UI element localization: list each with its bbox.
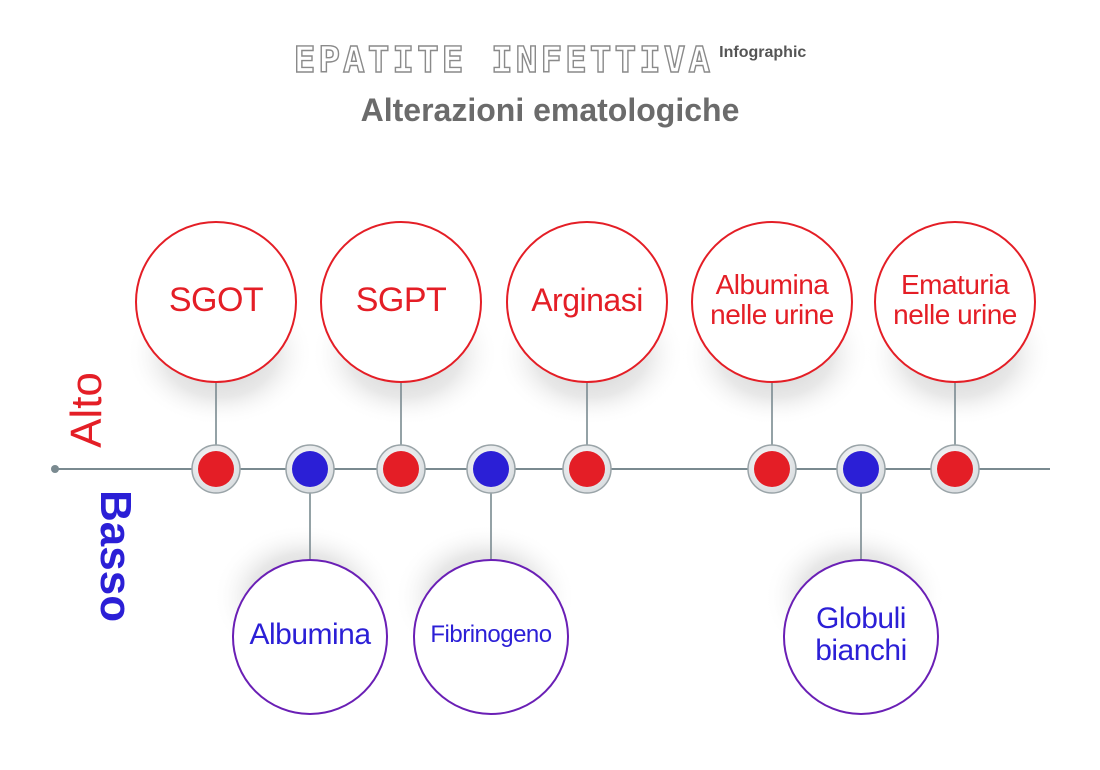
marker-label-line: bianchi <box>815 634 907 667</box>
high-dot <box>754 451 790 487</box>
marker-label: SGOT <box>141 225 291 375</box>
high-marker-circle <box>506 221 668 383</box>
high-marker-circle <box>320 221 482 383</box>
marker-label-line: Globuli <box>816 601 906 635</box>
low-marker-circle <box>232 559 388 715</box>
marker-label-line: Albumina <box>249 617 371 651</box>
low-marker-circle <box>783 559 939 715</box>
high-marker-circle <box>135 221 297 383</box>
low-dot <box>843 451 879 487</box>
low-marker-circle <box>413 559 569 715</box>
marker-label: Fibrinogeno <box>416 560 566 710</box>
high-dot <box>383 451 419 487</box>
low-dot <box>473 451 509 487</box>
high-marker-circle <box>874 221 1036 383</box>
marker-label-line: Albumina <box>715 268 829 300</box>
subtitle: Alterazioni ematologiche <box>360 92 740 128</box>
marker-label-line: nelle urine <box>893 299 1017 330</box>
marker-label-line: Ematuria <box>900 268 1010 300</box>
marker-label-line: nelle urine <box>710 299 834 330</box>
high-marker-circle <box>691 221 853 383</box>
marker-label: Albumina <box>235 560 385 710</box>
title-suffix: Infographic <box>719 44 807 61</box>
low-axis-label: Basso <box>91 490 140 623</box>
marker-label-line: Fibrinogeno <box>430 621 552 649</box>
marker-label: Arginasi <box>512 225 662 375</box>
low-dot <box>292 451 328 487</box>
marker-label-line: SGOT <box>168 280 264 319</box>
title: EPATITE INFETTIVA Infographic <box>0 39 1100 81</box>
high-dot <box>569 451 605 487</box>
high-dot <box>198 451 234 487</box>
high-dot <box>937 451 973 487</box>
title-main: EPATITE INFETTIVA <box>293 39 714 81</box>
high-axis-label: Alto <box>62 372 111 448</box>
timeline-start-dot <box>51 465 59 473</box>
marker-label-line: Arginasi <box>531 281 643 318</box>
marker-label: SGPT <box>326 225 476 375</box>
marker-label-line: SGPT <box>355 280 447 319</box>
